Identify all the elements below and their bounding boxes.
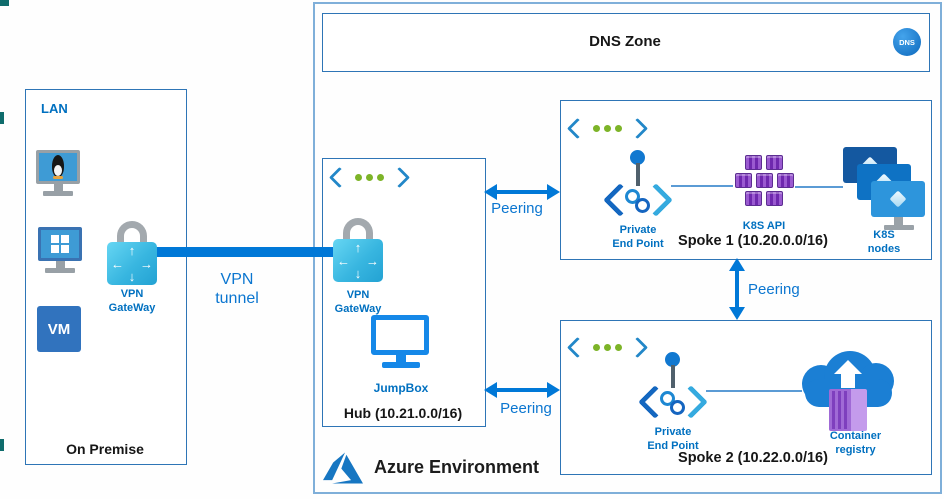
onprem-vpn-gateway-label: VPN GateWay	[108, 288, 156, 314]
hub-vpn-gateway-icon: ↑↓ ←→	[333, 218, 383, 282]
connector-k8sapi-nodes	[795, 186, 843, 188]
azure-environment-title: Azure Environment	[374, 457, 540, 477]
peering-arrow-hub-spoke2	[484, 382, 560, 398]
vm-icon: VM	[37, 306, 81, 352]
windows-logo-icon	[51, 235, 69, 253]
hub-box	[322, 158, 486, 427]
screen-artifact	[0, 439, 4, 451]
container-box-icon	[829, 389, 867, 431]
peering-label-hub-spoke1: Peering	[491, 200, 543, 217]
dns-icon: DNS	[893, 28, 921, 56]
lock-shackle	[117, 221, 147, 249]
spoke1-private-endpoint-icon	[603, 150, 673, 226]
peering-arrow-hub-spoke1	[484, 184, 560, 200]
vpn-tunnel-label: VPN tunnel	[215, 271, 259, 308]
screen-artifact	[0, 0, 9, 6]
azure-logo-icon	[320, 448, 366, 493]
peering-arrow-spoke1-spoke2	[729, 258, 745, 320]
peering-label-spoke1-spoke2: Peering	[748, 281, 800, 298]
hub-title: Hub (10.21.0.0/16)	[343, 405, 463, 421]
connector-pe-k8sapi	[671, 185, 733, 187]
hub-virtual-network-icon	[328, 164, 411, 190]
spoke1-title: Spoke 1 (10.20.0.0/16)	[678, 233, 828, 249]
spoke1-virtual-network-icon	[566, 115, 649, 141]
spoke2-private-endpoint-label: Private End Point	[647, 426, 699, 452]
penguin-icon	[50, 155, 66, 179]
vpn-tunnel-line	[152, 247, 334, 257]
spoke2-virtual-network-icon	[566, 334, 649, 360]
jumpbox-icon	[371, 315, 431, 371]
container-registry-label: Container registry	[829, 430, 882, 456]
lan-label: LAN	[41, 101, 68, 116]
dns-zone-box	[322, 13, 930, 72]
windows-vm-icon	[38, 227, 82, 273]
screen-artifact	[0, 112, 4, 124]
upload-arrow-icon	[834, 360, 862, 374]
k8s-nodes-label: K8S nodes	[867, 229, 901, 255]
k8s-api-label: K8S API	[742, 220, 786, 232]
dns-zone-title: DNS Zone	[589, 33, 661, 50]
lan-box	[25, 89, 187, 465]
onprem-vpn-gateway-icon: ↑↓ ←→	[107, 221, 157, 285]
container-registry-icon	[800, 349, 896, 435]
jumpbox-label: JumpBox	[373, 381, 429, 395]
hub-vpn-gateway-label: VPN GateWay	[334, 289, 382, 315]
linux-vm-icon	[36, 150, 80, 196]
lock-body: ↑↓ ←→	[107, 242, 157, 285]
linux-screen	[36, 150, 80, 184]
on-premise-title: On Premise	[66, 441, 144, 457]
peering-label-hub-spoke2: Peering	[500, 400, 552, 417]
connector-pe-registry	[706, 390, 802, 392]
windows-screen	[38, 227, 82, 261]
spoke1-private-endpoint-label: Private End Point	[612, 224, 664, 250]
k8s-api-icon	[733, 155, 795, 206]
k8s-nodes-icon	[843, 147, 927, 231]
spoke2-private-endpoint-icon	[638, 352, 708, 428]
lock-body: ↑↓ ←→	[333, 239, 383, 282]
spoke2-title: Spoke 2 (10.22.0.0/16)	[678, 450, 828, 466]
lock-shackle	[343, 218, 373, 246]
